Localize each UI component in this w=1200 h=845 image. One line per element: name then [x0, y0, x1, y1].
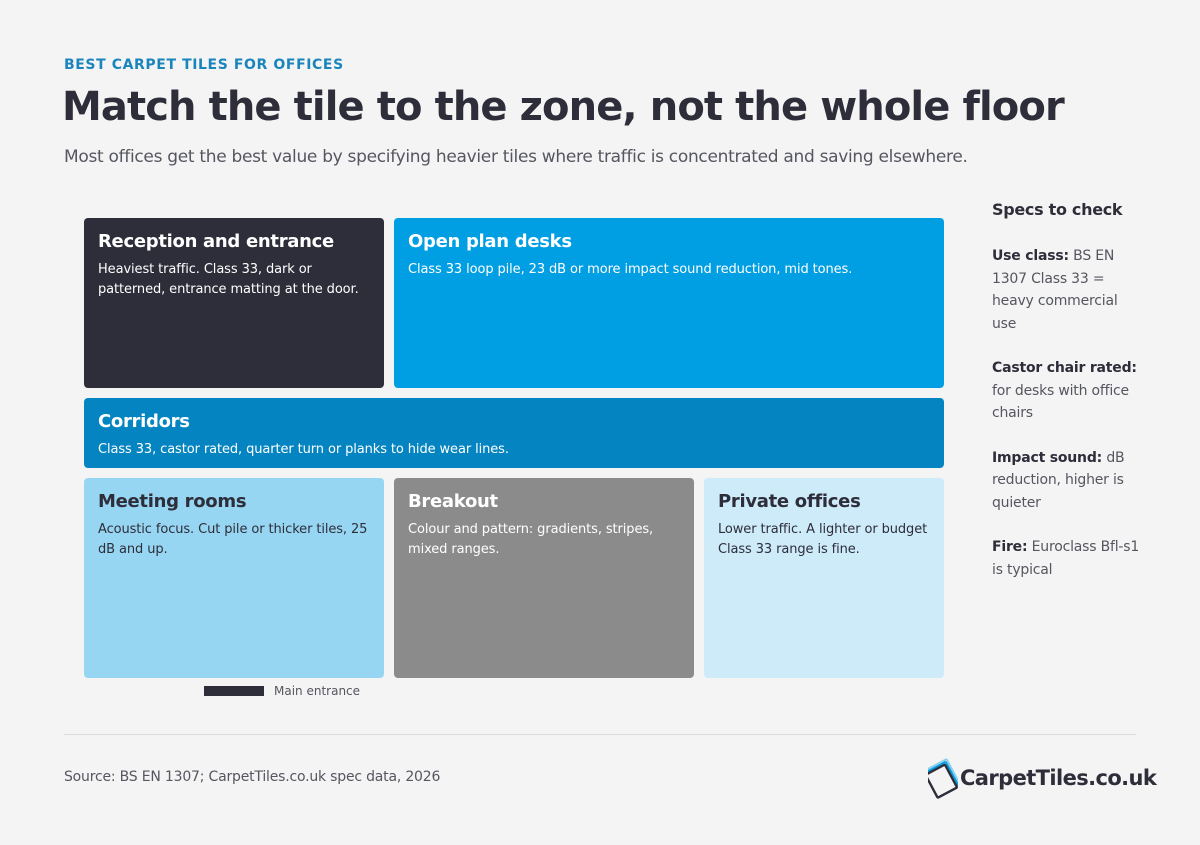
- specs-heading: Specs to check: [992, 200, 1123, 219]
- zone-corridors: Corridors Class 33, castor rated, quarte…: [84, 398, 944, 468]
- brand-logo: CarpetTiles.co.uk: [928, 752, 1157, 804]
- footer-divider: [64, 734, 1136, 735]
- zone-name: Corridors: [98, 411, 190, 432]
- zone-description: Colour and pattern: gradients, stripes, …: [408, 522, 654, 557]
- spec-castor-chair: Castor chair rated: for desks with offic…: [992, 357, 1142, 425]
- zone-private-offices: Private offices Lower traffic. A lighter…: [704, 478, 944, 678]
- zone-name: Breakout: [408, 491, 498, 512]
- spec-text: dB reduction, higher is quieter: [992, 449, 1125, 511]
- zone-name: Open plan desks: [408, 231, 572, 252]
- spec-use-class: Use class: BS EN 1307 Class 33 = heavy c…: [992, 245, 1142, 335]
- specs-panel: Specs to check Use class: BS EN 1307 Cla…: [992, 200, 1142, 603]
- logo-wordmark: CarpetTiles.co.uk: [960, 766, 1157, 790]
- zone-description: Class 33 loop pile, 23 dB or more impact…: [408, 262, 853, 277]
- spec-impact-sound: Impact sound: dB reduction, higher is qu…: [992, 447, 1142, 515]
- spec-label: Impact sound:: [992, 449, 1103, 466]
- spec-text: for desks with office chairs: [992, 382, 1129, 422]
- eyebrow-label: BEST CARPET TILES FOR OFFICES: [64, 57, 344, 73]
- page-subtitle: Most offices get the best value by speci…: [64, 147, 968, 167]
- zone-name: Private offices: [718, 491, 861, 512]
- main-entrance-marker: [204, 686, 264, 696]
- spec-text: BS EN 1307 Class 33 = heavy commercial u…: [992, 248, 1118, 332]
- zone-description: Heaviest traffic. Class 33, dark or patt…: [98, 262, 359, 297]
- zone-description: Acoustic focus. Cut pile or thicker tile…: [98, 522, 368, 557]
- tiles-logo-icon: [928, 758, 958, 799]
- zone-name: Meeting rooms: [98, 491, 247, 512]
- zone-description: Class 33, castor rated, quarter turn or …: [98, 442, 509, 457]
- zone-reception: Reception and entrance Heaviest traffic.…: [84, 218, 384, 388]
- spec-label: Castor chair rated:: [992, 360, 1137, 376]
- spec-label: Use class:: [992, 248, 1069, 264]
- source-note: Source: BS EN 1307; CarpetTiles.co.uk sp…: [64, 769, 441, 785]
- spec-label: Fire:: [992, 539, 1028, 555]
- page-title: Match the tile to the zone, not the whol…: [62, 84, 1065, 130]
- zone-name: Reception and entrance: [98, 231, 334, 252]
- zone-breakout: Breakout Colour and pattern: gradients, …: [394, 478, 694, 678]
- zone-open-plan-desks: Open plan desks Class 33 loop pile, 23 d…: [394, 218, 944, 388]
- spec-text: Euroclass Bfl-s1 is typical: [992, 539, 1140, 578]
- spec-fire: Fire: Euroclass Bfl-s1 is typical: [992, 536, 1142, 581]
- main-entrance-label: Main entrance: [274, 684, 361, 698]
- zone-description: Lower traffic. A lighter or budget Class…: [718, 522, 928, 557]
- zone-meeting-rooms: Meeting rooms Acoustic focus. Cut pile o…: [84, 478, 384, 678]
